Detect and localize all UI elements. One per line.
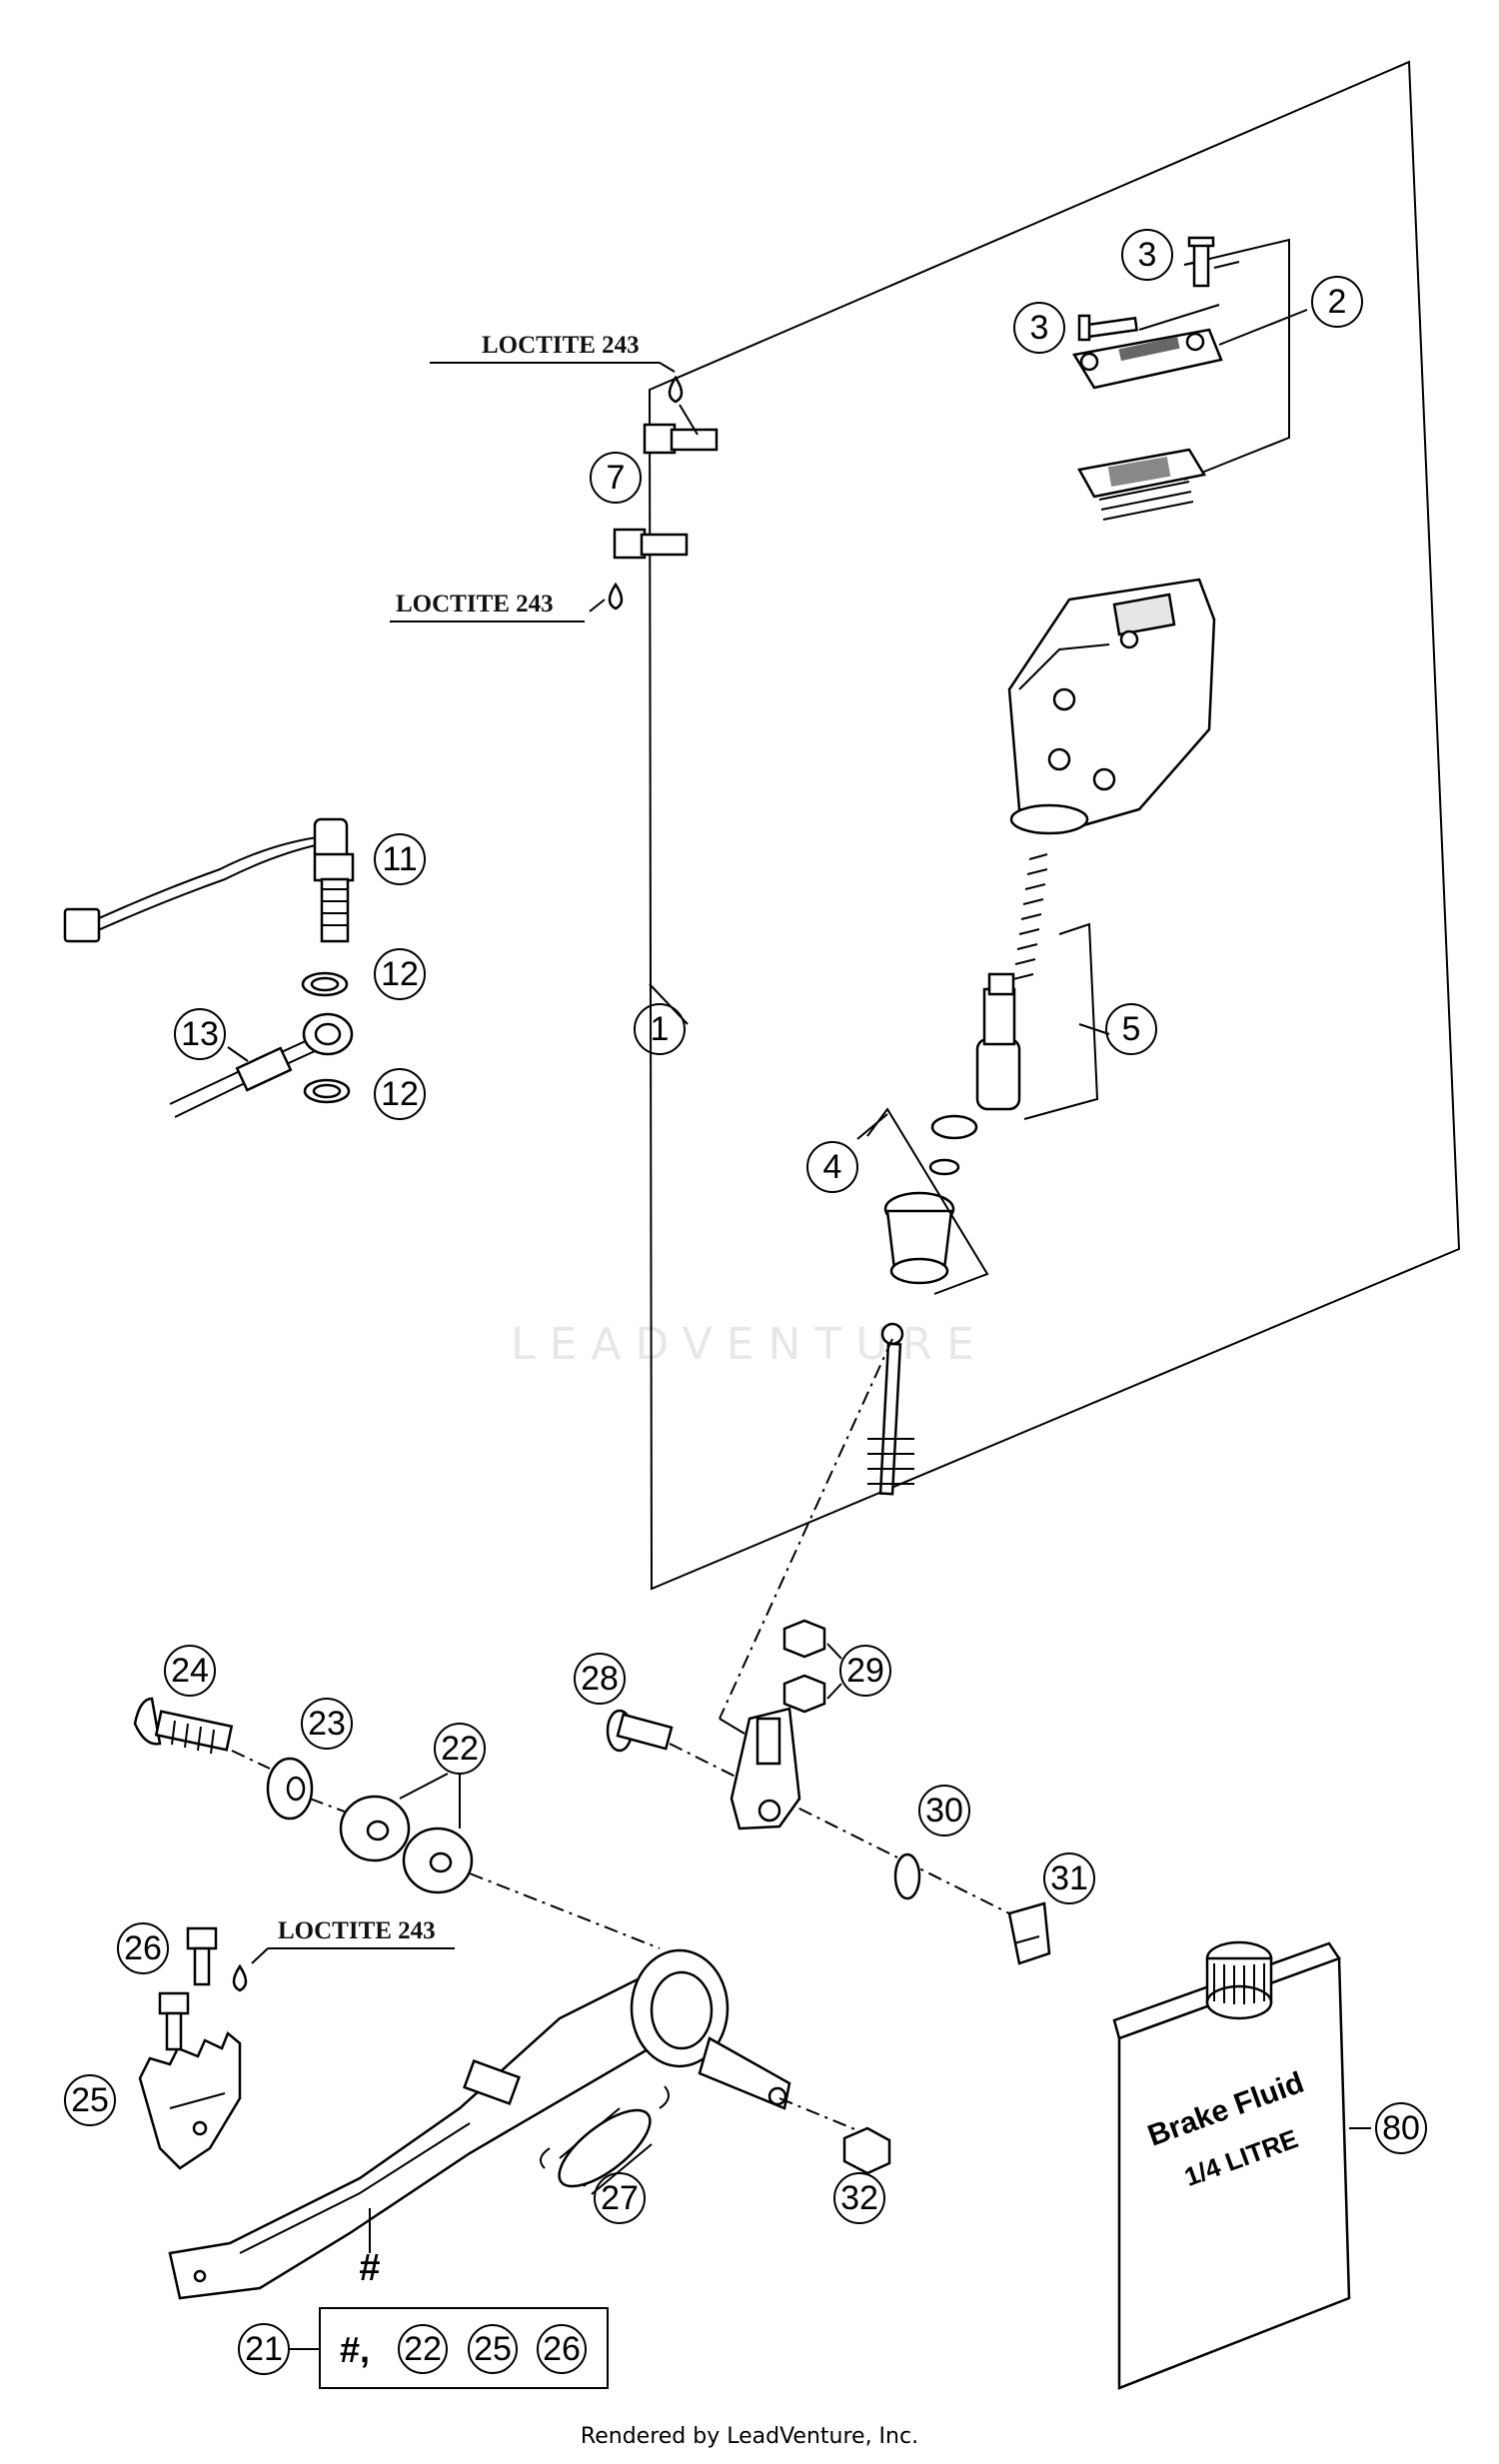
callout-12a: 12 <box>374 948 426 1000</box>
loctite-drop-top <box>668 375 684 404</box>
svg-text:28: 28 <box>581 1660 619 1698</box>
svg-text:11: 11 <box>382 840 417 878</box>
callout-5: 5 <box>1105 1003 1157 1055</box>
pin-28 <box>606 1709 674 1753</box>
brake-light-switch <box>63 817 355 943</box>
svg-text:26: 26 <box>124 1929 162 1967</box>
brake-fluid-bottle <box>1112 1940 1351 2390</box>
reservoir-diaphragm <box>1077 448 1206 521</box>
svg-text:25: 25 <box>71 2081 109 2119</box>
svg-text:29: 29 <box>846 1652 884 1690</box>
kit-item-25: 25 <box>468 2324 518 2374</box>
svg-text:26: 26 <box>543 2330 581 2368</box>
bolt-26a <box>186 1926 218 1986</box>
callout-3b: 3 <box>1013 302 1065 354</box>
washer-23 <box>266 1757 314 1821</box>
loctite-drop-low <box>232 1963 248 1992</box>
push-rod <box>867 1322 914 1496</box>
callout-4: 4 <box>806 1141 858 1193</box>
master-cylinder-body <box>1007 578 1216 835</box>
washer-30 <box>893 1852 921 1900</box>
callout-26: 26 <box>117 1922 169 1974</box>
callout-11: 11 <box>374 833 426 885</box>
svg-text:21: 21 <box>245 2330 283 2368</box>
callout-80: 80 <box>1375 2102 1427 2154</box>
callout-29: 29 <box>839 1645 891 1697</box>
callout-21: 21 <box>238 2323 290 2375</box>
svg-text:80: 80 <box>1382 2109 1420 2147</box>
bolt-24 <box>133 1697 234 1755</box>
callout-30: 30 <box>918 1785 970 1837</box>
callout-25: 25 <box>64 2074 116 2126</box>
bushing-22b <box>402 1827 474 1894</box>
bolt-7a <box>643 423 719 455</box>
callout-22: 22 <box>434 1723 486 1775</box>
callout-3a: 3 <box>1121 229 1173 281</box>
kit-item-22: 22 <box>398 2324 448 2374</box>
svg-text:22: 22 <box>404 2330 442 2368</box>
svg-text:1: 1 <box>651 1010 670 1048</box>
svg-text:12: 12 <box>381 955 419 993</box>
assembly-outline <box>648 60 1461 1591</box>
clevis <box>730 1707 801 1831</box>
kit-hash: #, <box>340 2329 370 2370</box>
screw-3a <box>1187 236 1215 288</box>
return-spring <box>540 2085 670 2195</box>
bolt-26b <box>158 1991 190 2051</box>
hash-mark: # <box>359 2247 380 2289</box>
callout-12b: 12 <box>374 1068 426 1120</box>
piston <box>975 972 1021 1111</box>
kit-item-26: 26 <box>537 2324 587 2374</box>
callout-24: 24 <box>164 1645 216 1697</box>
callout-27: 27 <box>594 2172 646 2224</box>
loctite-drop-mid <box>608 582 624 611</box>
brake-hose <box>169 1012 354 1118</box>
svg-text:12: 12 <box>381 1075 419 1113</box>
svg-text:24: 24 <box>171 1652 209 1690</box>
svg-text:22: 22 <box>441 1730 479 1768</box>
footer-credit: Rendered by LeadVenture, Inc. <box>580 2424 919 2449</box>
reservoir-cap <box>1071 328 1223 390</box>
screw-3b <box>1077 314 1138 342</box>
brake-pedal <box>168 1948 791 2300</box>
svg-text:32: 32 <box>840 2179 878 2217</box>
callout-7: 7 <box>590 452 642 504</box>
svg-text:23: 23 <box>308 1705 346 1743</box>
bolt-7b <box>613 528 689 560</box>
svg-text:13: 13 <box>181 1015 219 1053</box>
svg-text:2: 2 <box>1328 283 1347 321</box>
callout-32: 32 <box>833 2172 885 2224</box>
loctite-label-low: LOCTITE 243 <box>278 1917 436 1944</box>
loctite-label-mid: LOCTITE 243 <box>396 591 554 617</box>
svg-text:5: 5 <box>1122 1010 1141 1048</box>
callout-31: 31 <box>1043 1852 1095 1904</box>
svg-text:27: 27 <box>601 2179 639 2217</box>
svg-text:7: 7 <box>607 459 626 497</box>
loctite-label-top: LOCTITE 243 <box>482 332 640 359</box>
svg-text:3: 3 <box>1030 309 1049 347</box>
pedal-tip <box>138 2030 242 2170</box>
nut-32 <box>842 2126 891 2175</box>
svg-text:3: 3 <box>1138 236 1157 274</box>
svg-text:30: 30 <box>925 1792 963 1830</box>
piston-spring <box>1012 853 1048 980</box>
dust-boot <box>883 1191 955 1285</box>
callout-23: 23 <box>301 1698 353 1750</box>
svg-text:4: 4 <box>823 1148 842 1186</box>
bushing-22a <box>339 1795 411 1862</box>
svg-text:31: 31 <box>1050 1859 1088 1897</box>
callout-13: 13 <box>174 1008 226 1060</box>
callout-28: 28 <box>574 1653 626 1705</box>
nut-29a <box>782 1619 826 1659</box>
nut-29b <box>782 1674 826 1714</box>
callout-1: 1 <box>634 1003 686 1055</box>
clip-31 <box>1007 1901 1051 1965</box>
seal-ring <box>928 1114 978 1176</box>
svg-text:25: 25 <box>474 2330 512 2368</box>
callout-2: 2 <box>1311 276 1363 328</box>
